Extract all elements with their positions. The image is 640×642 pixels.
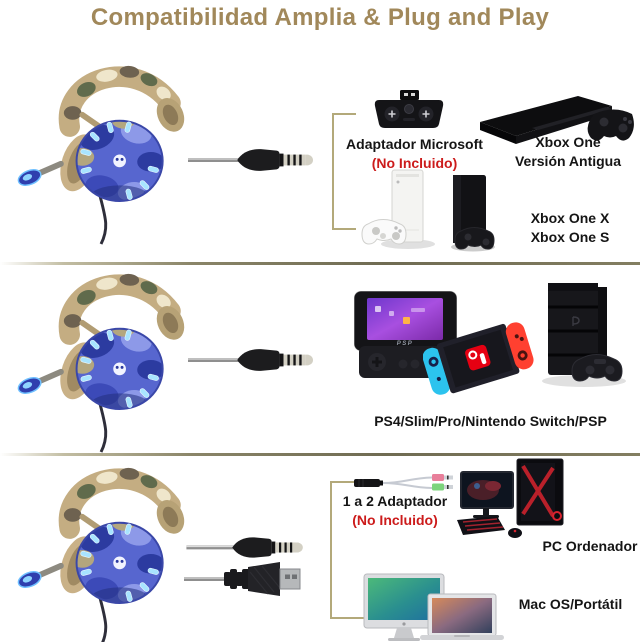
adapter-note-text: (No Incluido) [371, 155, 458, 171]
section-divider-2 [0, 453, 640, 456]
pc-label-text: PC Ordenador [542, 538, 638, 554]
playstation-family-label: PS4/Slim/Pro/Nintendo Switch/PSP [348, 412, 633, 431]
mac-illustration [363, 573, 505, 642]
usb-plug-icon [184, 560, 302, 598]
splitter-note-text: (No Incluido) [352, 512, 438, 528]
section-divider-1 [0, 262, 640, 265]
audio-jack-35mm-icon [188, 147, 316, 173]
xbox-adapter-illustration [374, 90, 444, 129]
xbox-one-s-line: Xbox One S [530, 229, 610, 245]
connector-bracket [330, 481, 366, 619]
xbox-one-x-illustration [450, 174, 496, 252]
nintendo-switch-illustration [423, 318, 537, 399]
xbox-one-old-line1: Xbox One [535, 134, 601, 150]
xbox-one-old-line2: Versión Antigua [514, 153, 622, 169]
audio-jack-35mm-icon [188, 347, 316, 373]
xbox-one-s-illustration [361, 169, 436, 250]
pc-label: PC Ordenador [540, 537, 640, 556]
mac-label: Mac OS/Portátil [508, 595, 633, 614]
xbox-adapter-label: Adaptador Microsoft (No Incluido) [337, 135, 492, 173]
gaming-pc-illustration [455, 457, 565, 540]
page-title: Compatibilidad Amplia & Plug and Play [90, 4, 550, 31]
mac-label-text: Mac OS/Portátil [518, 596, 623, 612]
headset-illustration [12, 272, 192, 453]
headset-illustration [12, 64, 192, 245]
connector-bracket [332, 113, 356, 230]
splitter-label-text: 1 a 2 Adaptador [342, 493, 448, 509]
xbox-one-xs-label: Xbox One X Xbox One S [500, 209, 640, 247]
playstation-family-text: PS4/Slim/Pro/Nintendo Switch/PSP [374, 413, 607, 429]
headset-illustration [12, 466, 192, 642]
splitter-adapter-label: 1 a 2 Adaptador (No Incluido) [330, 492, 460, 530]
adapter-label-text: Adaptador Microsoft [346, 136, 483, 152]
xbox-one-old-label: Xbox One Versión Antigua [498, 133, 638, 171]
xbox-one-x-line: Xbox One X [530, 210, 610, 226]
y-splitter-adapter-icon [353, 473, 454, 492]
